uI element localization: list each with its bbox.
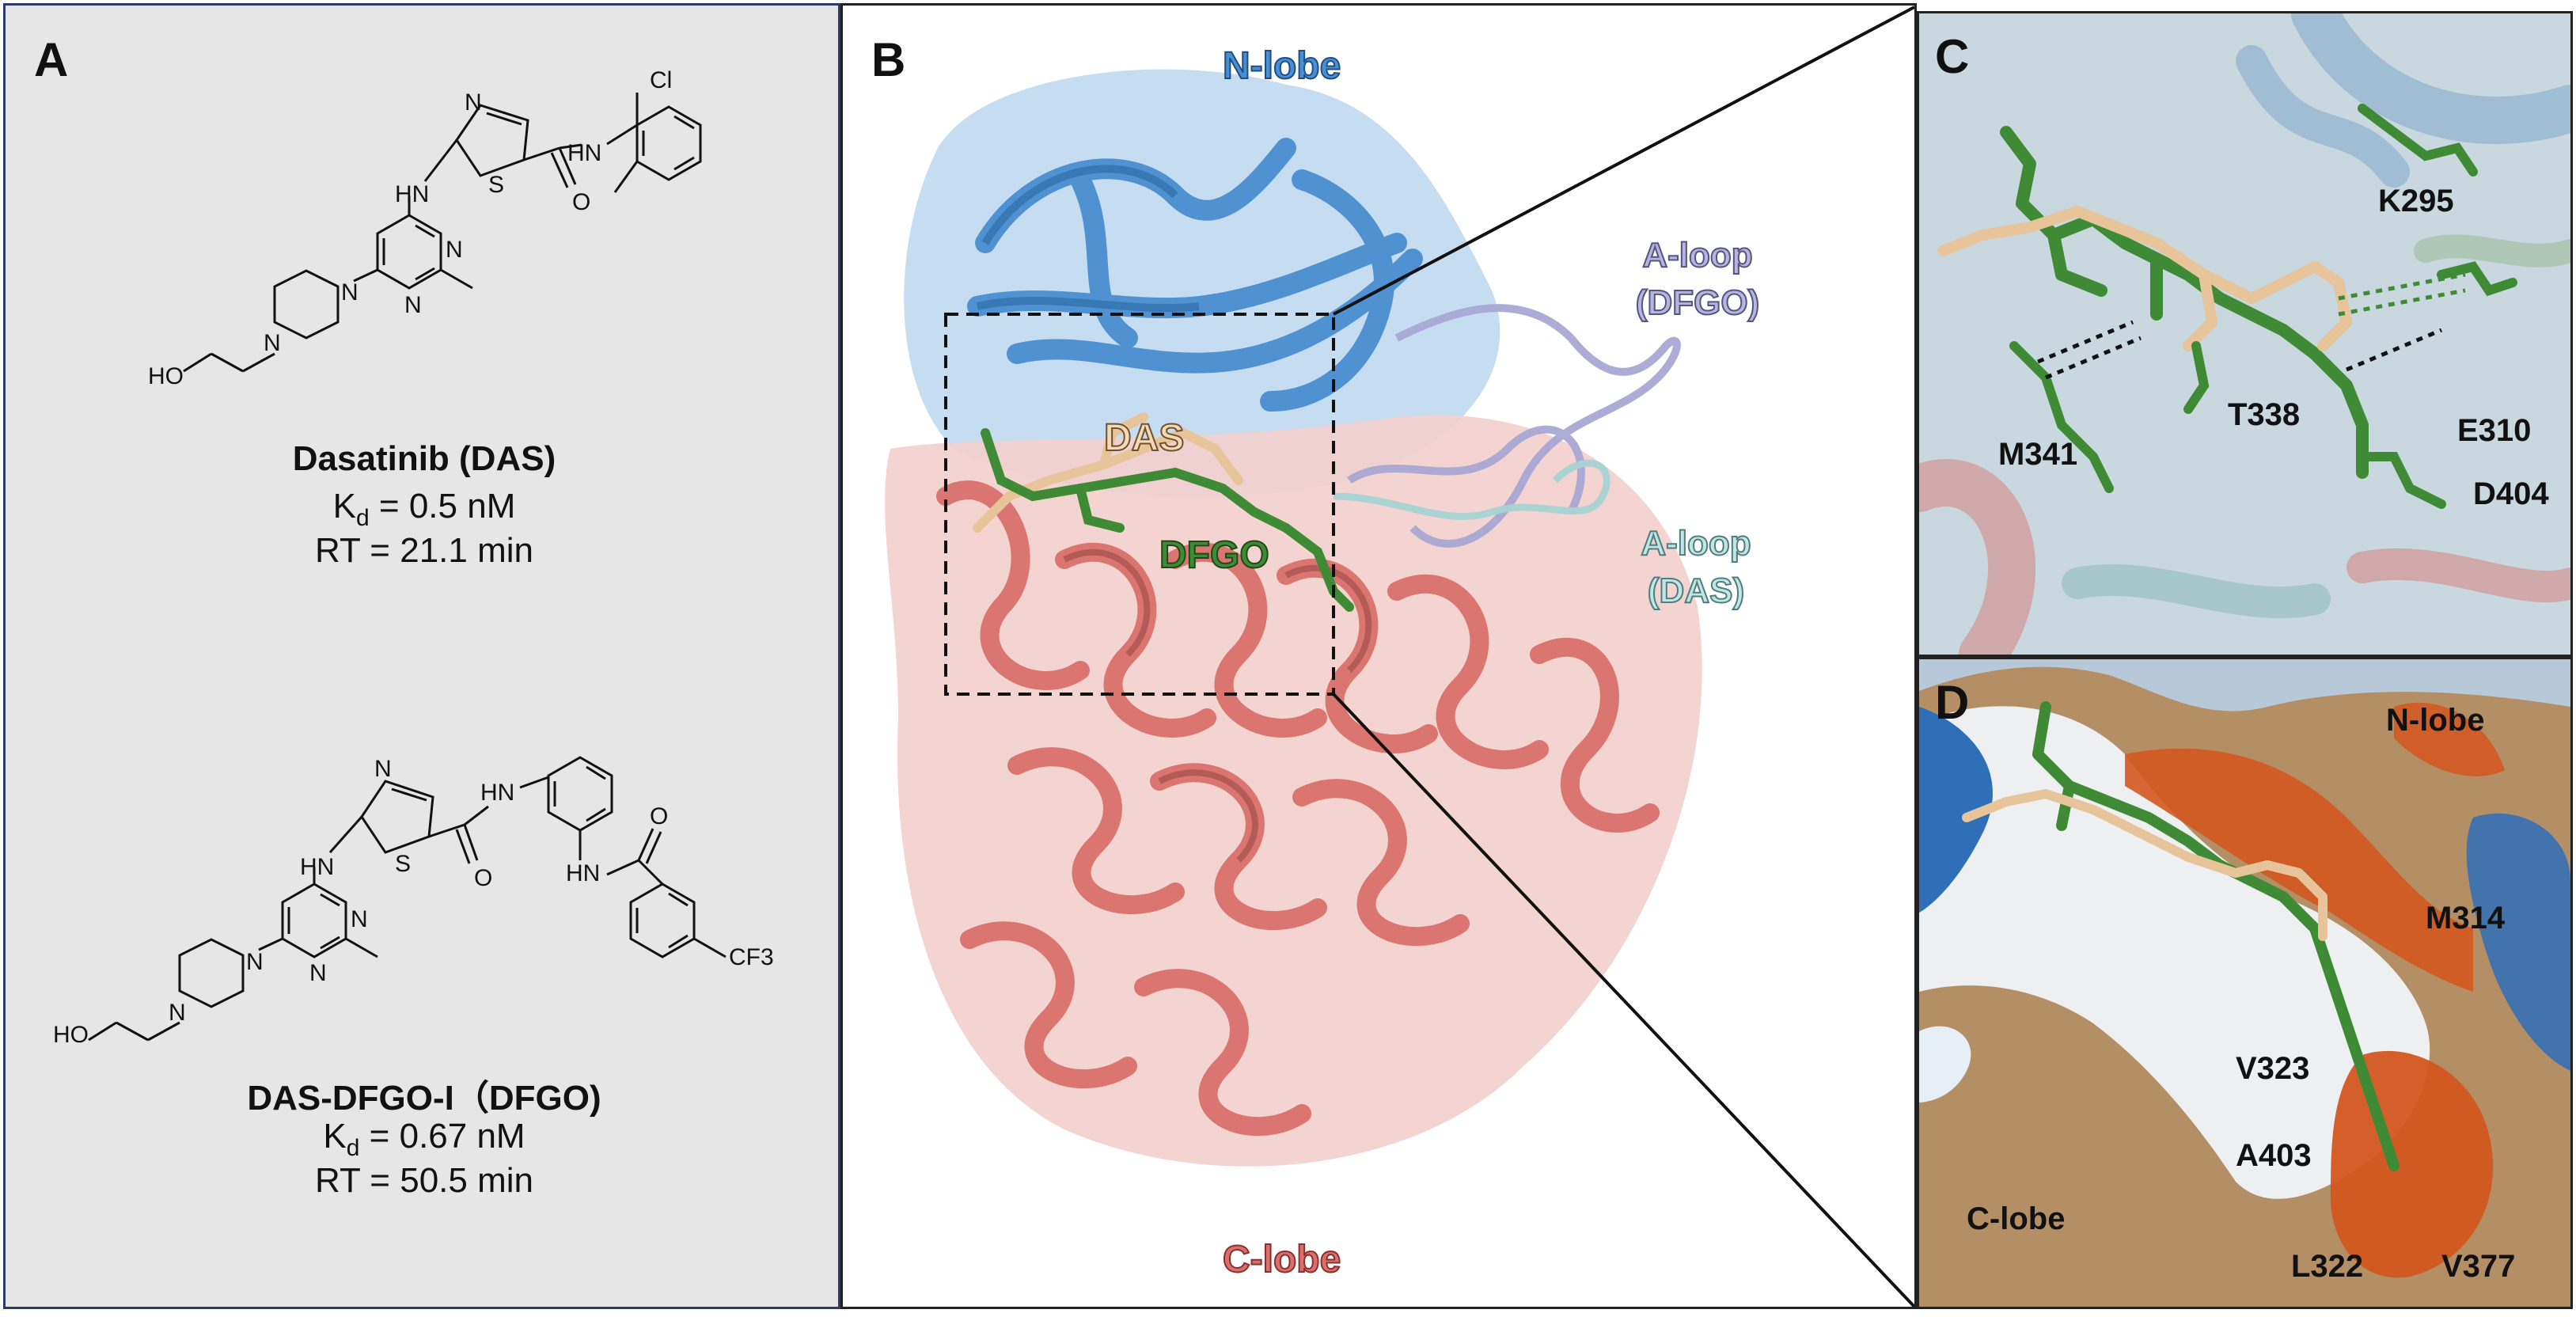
binding-site-sticks: K295 T338 M341 E310 D404: [1919, 13, 2570, 655]
atom-cf3-2: CF3: [729, 944, 774, 970]
atom-n-pip1-2: N: [246, 949, 264, 975]
residue-e310: E310: [2457, 413, 2531, 448]
residue-v377: V377: [2441, 1249, 2515, 1284]
atom-n-thiazole-2: N: [374, 756, 392, 782]
compound-2-rt: RT = 50.5 min: [315, 1161, 533, 1200]
atom-o-amide-2: O: [474, 865, 492, 891]
res-t338-stick: [2183, 341, 2210, 414]
atom-ho-1: HO: [148, 363, 184, 389]
a-loop-dfgo-label-line2: (DFGO): [1636, 283, 1759, 322]
c-lobe-surface: [885, 415, 1702, 1167]
c-lobe-label: C-lobe: [1223, 1239, 1341, 1281]
panel-a-label: A: [34, 33, 69, 86]
atom-s-thiazole-1: S: [488, 172, 504, 198]
atom-n-pyr2-1: N: [404, 292, 422, 318]
atom-cl-1: Cl: [650, 67, 672, 93]
panel-d-n-lobe-label: N-lobe: [2386, 703, 2484, 738]
compound-2-name: DAS-DFGO-I（DFGO): [247, 1079, 601, 1118]
n-lobe-label: N-lobe: [1223, 45, 1341, 87]
residue-v323: V323: [2236, 1051, 2309, 1086]
atom-s-thiazole-2: S: [395, 851, 411, 877]
compound-2-kd: Kd = 0.67 nM: [323, 1117, 525, 1161]
dasatinib-structure: Cl HN N S O HN N N N N HO: [53, 67, 774, 1048]
zoom-line-top: [1333, 6, 1914, 316]
atom-nh-1: HN: [567, 140, 601, 166]
res-m341-stick: [2009, 341, 2114, 493]
atom-n-thiazole-1: N: [465, 89, 482, 116]
compound-1-name: Dasatinib (DAS): [292, 439, 556, 478]
atom-n-pyr1-1: N: [446, 237, 463, 263]
atom-hn-amide-2: HN: [480, 780, 514, 806]
ligand-das-sticks: [973, 412, 1243, 533]
residue-k295: K295: [2378, 184, 2454, 218]
atom-hn-amine-2: HN: [300, 854, 334, 880]
panel-d-c-lobe-label: C-lobe: [1967, 1201, 2065, 1236]
residue-m314: M314: [2426, 901, 2506, 936]
atom-n-pip2-1: N: [264, 330, 281, 356]
pocket-surface: N-lobe C-lobe M314 V323 A403 L322 V377: [1919, 659, 2570, 1284]
atom-n-pyr2-2: N: [309, 960, 327, 986]
residue-d404: D404: [2473, 476, 2549, 511]
atom-n-pip2-2: N: [169, 1000, 186, 1026]
panel-b-protein-overview: N-lobe C-lobe A-loop (DFGO) A-loop (DAS)…: [840, 3, 1917, 1309]
a-loop-dfgo-label-line1: A-loop: [1642, 236, 1752, 275]
res-e310-stick: [2437, 261, 2517, 297]
das-ligand-label: DAS: [1104, 417, 1184, 459]
res-k295-stick: [2358, 104, 2478, 176]
panel-c-label: C: [1935, 30, 1970, 83]
atom-ho-2: HO: [53, 1022, 89, 1048]
atom-n-pyr1-2: N: [351, 906, 368, 932]
a-loop-das-label-line1: A-loop: [1641, 524, 1751, 563]
zoom-box: [944, 313, 1335, 696]
panel-d-label: D: [1935, 676, 1970, 729]
atom-hn-amide2-2: HN: [566, 860, 600, 886]
residue-t338: T338: [2228, 397, 2300, 432]
compound-1-kd: Kd = 0.5 nM: [332, 487, 516, 531]
res-d404-stick: [2358, 452, 2446, 509]
a-loop-das-label-line2: (DAS): [1648, 571, 1744, 610]
ligand-dfgo-sticks: [981, 428, 1354, 612]
panel-b-label: B: [871, 33, 906, 86]
residue-a403: A403: [2236, 1138, 2312, 1173]
panel-c-binding-site-closeup: K295 T338 M341 E310 D404 C: [1917, 11, 2573, 657]
atom-o-amide2-2: O: [650, 803, 668, 829]
atom-o-amide-1: O: [572, 189, 590, 215]
compound-1-rt: RT = 21.1 min: [315, 531, 533, 570]
residue-l322: L322: [2291, 1249, 2363, 1284]
dfgo-ligand-label: DFGO: [1159, 534, 1269, 576]
atom-hn-amine-1: HN: [395, 181, 429, 207]
protein-cartoon: N-lobe C-lobe A-loop (DFGO) A-loop (DAS)…: [885, 6, 1914, 1307]
panel-a-chemical-structures: A: [3, 3, 840, 1309]
residue-m341: M341: [1998, 437, 2077, 472]
zoom-line-bottom: [1332, 693, 1914, 1307]
panel-d-pocket-surface: N-lobe C-lobe M314 V323 A403 L322 V377 D: [1917, 657, 2573, 1309]
atom-n-pip1-1: N: [341, 279, 359, 306]
